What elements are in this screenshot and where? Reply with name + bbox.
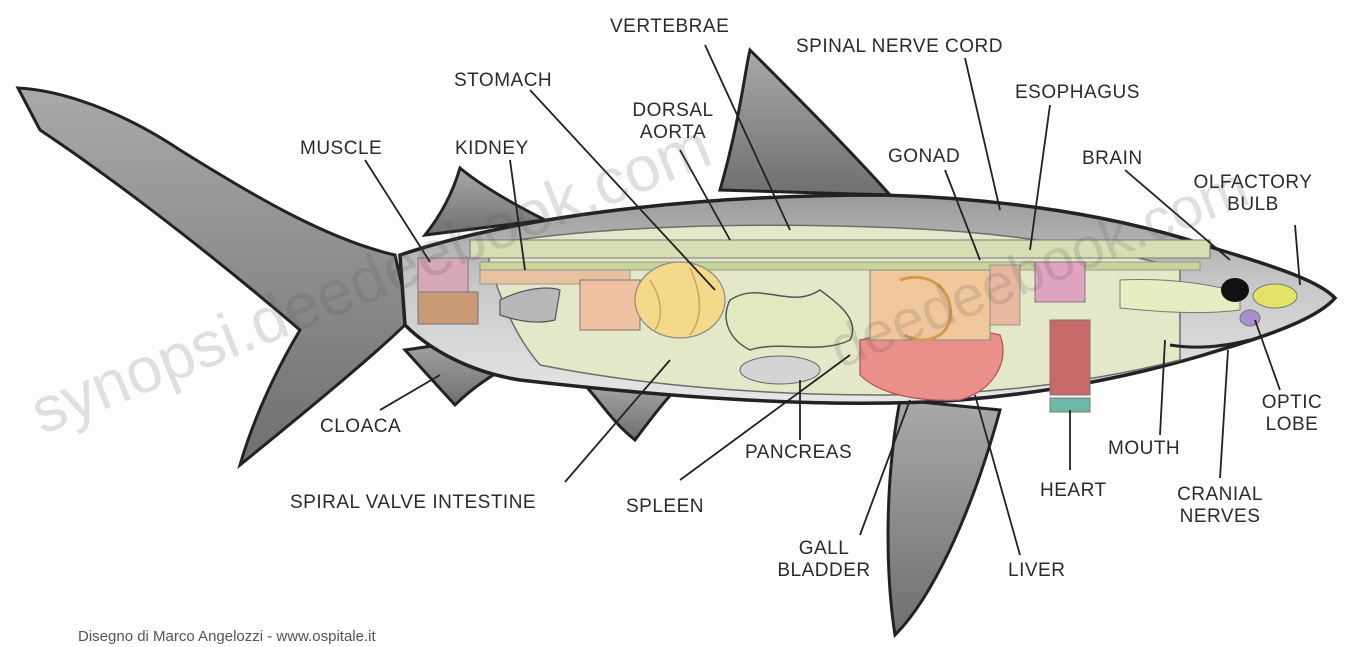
label-vertebrae: VERTEBRAE	[610, 16, 729, 38]
label-spinal-nerve-cord: SPINAL NERVE CORD	[796, 36, 1003, 58]
label-liver: LIVER	[1008, 560, 1065, 582]
heart-base	[1050, 398, 1090, 412]
pectoral-fin	[888, 400, 1000, 635]
label-heart: HEART	[1040, 480, 1107, 502]
illustration-credit: Disegno di Marco Angelozzi - www.ospital…	[78, 628, 376, 645]
label-optic-lobe: OPTIC LOBE	[1252, 392, 1332, 436]
label-cranial-nerves: CRANIAL NERVES	[1160, 484, 1280, 528]
olfactory-bulb	[1253, 284, 1297, 308]
muscle-block-lower	[418, 292, 478, 324]
label-dorsal-aorta: DORSAL AORTA	[618, 100, 728, 144]
label-brain: BRAIN	[1082, 148, 1143, 170]
label-mouth: MOUTH	[1108, 438, 1180, 460]
label-kidney: KIDNEY	[455, 138, 529, 160]
label-spleen: SPLEEN	[626, 496, 704, 518]
label-cloaca: CLOACA	[320, 416, 401, 438]
label-stomach: STOMACH	[454, 70, 552, 92]
label-gall-bladder: GALL BLADDER	[764, 538, 884, 582]
label-spiral-valve-intestine: SPIRAL VALVE INTESTINE	[290, 492, 536, 514]
stomach	[635, 262, 725, 338]
intestine	[580, 280, 640, 330]
label-gonad: GONAD	[888, 146, 960, 168]
first-dorsal-fin	[720, 50, 890, 195]
label-muscle: MUSCLE	[300, 138, 382, 160]
label-pancreas: PANCREAS	[745, 442, 852, 464]
label-esophagus: ESOPHAGUS	[1015, 82, 1140, 104]
heart-ventricle	[1050, 320, 1090, 395]
eye	[1221, 278, 1249, 302]
label-olfactory-bulb: OLFACTORY BULB	[1178, 172, 1328, 216]
spleen	[740, 356, 820, 384]
